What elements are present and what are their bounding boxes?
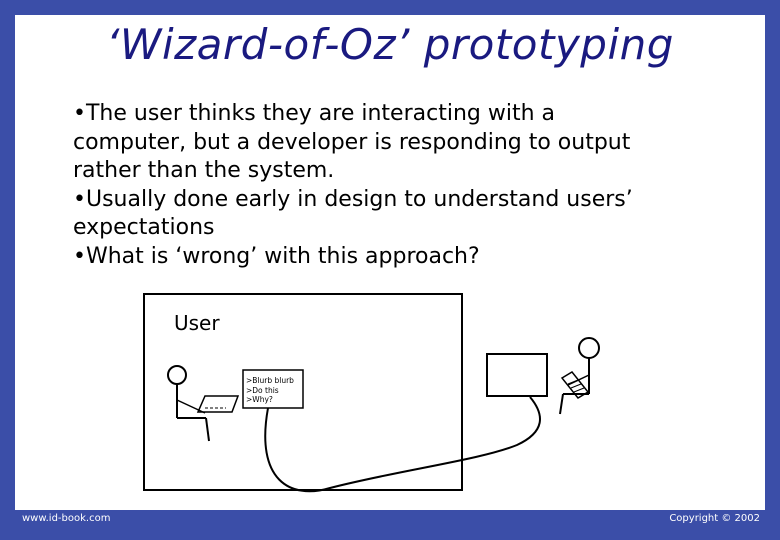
bullet-line: •The user thinks they are interacting wi… [73, 101, 556, 126]
user-arm [176, 399, 206, 414]
screen-text: >Blurb blurb >Do this >Why? [246, 376, 294, 405]
wizard-head [578, 337, 600, 359]
user-label: User [174, 311, 220, 335]
user-head [167, 365, 187, 385]
bullet-line: •What is ‘wrong’ with this approach? [73, 243, 480, 269]
bullet-line: rather than the system. [73, 158, 335, 184]
slide-canvas [15, 15, 765, 510]
wizard-keyboard [560, 371, 590, 399]
cable [264, 396, 541, 493]
user-keyboard [196, 395, 240, 413]
user-leg [205, 417, 210, 442]
bullet-line: computer, but a developer is responding … [73, 129, 631, 155]
screen-line: >Blurb blurb [246, 376, 294, 385]
wizard-screen [486, 353, 548, 397]
wizard-leg [559, 393, 564, 415]
screen-line: >Do this [246, 385, 279, 395]
screen-line: >Why? [246, 395, 273, 404]
bullet-line: expectations [73, 215, 215, 241]
bullet-line: •Usually done early in design to underst… [73, 186, 633, 212]
footer-website: www.id-book.com [22, 513, 111, 524]
footer-copyright: Copyright © 2002 [669, 513, 760, 524]
user-screen [242, 369, 304, 409]
slide-title: ‘Wizard-of-Oz’ prototyping [106, 20, 674, 69]
bullet-list: •The user thinks they are interacting wi… [73, 100, 713, 272]
